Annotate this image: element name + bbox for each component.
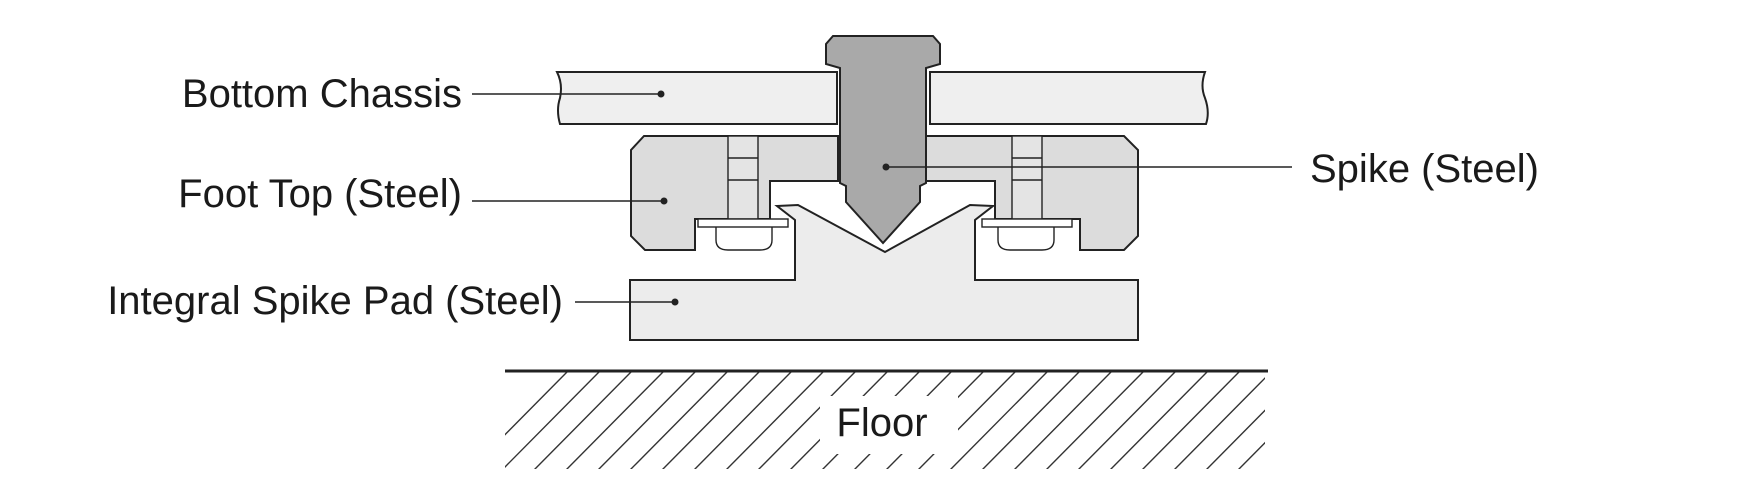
leader-dot-foot-top bbox=[660, 197, 668, 205]
label-spike: Spike (Steel) bbox=[1310, 147, 1539, 191]
hatch-line bbox=[1046, 372, 1144, 469]
hatch-line bbox=[1142, 372, 1240, 469]
hatch-line bbox=[982, 372, 1080, 469]
leader-dot-bottom-chassis bbox=[657, 90, 665, 98]
spike bbox=[825, 35, 941, 245]
integral-spike-pad bbox=[629, 203, 1139, 341]
hatch-line bbox=[1174, 377, 1265, 469]
label-floor: Floor bbox=[836, 401, 927, 445]
hatch-line bbox=[1334, 372, 1431, 470]
label-foot-top: Foot Top (Steel) bbox=[178, 172, 462, 216]
hatch-line bbox=[1238, 441, 1265, 469]
label-bottom-chassis: Bottom Chassis bbox=[182, 72, 462, 116]
hatch-line bbox=[1302, 372, 1399, 470]
bolt-right bbox=[981, 135, 1073, 251]
hatch-line bbox=[1014, 372, 1112, 469]
floor-label-mask bbox=[820, 396, 958, 454]
bottom-chassis-right bbox=[929, 71, 1209, 125]
hatch-line bbox=[505, 372, 600, 468]
hatch-line bbox=[505, 372, 568, 436]
hatch-line bbox=[630, 372, 728, 469]
hatch-line bbox=[726, 372, 824, 469]
hatch-line bbox=[758, 372, 856, 469]
hatch-line bbox=[1078, 372, 1176, 469]
hatch-line bbox=[694, 372, 792, 469]
hatch-line bbox=[598, 372, 696, 469]
label-spike-pad: Integral Spike Pad (Steel) bbox=[107, 279, 563, 323]
hatch-line bbox=[1206, 409, 1265, 469]
hatch-line bbox=[1270, 372, 1367, 470]
leader-dot-spike-pad bbox=[671, 298, 679, 306]
leader-dot-spike bbox=[882, 163, 890, 171]
hatch-line bbox=[662, 372, 760, 469]
hatch-line bbox=[950, 372, 1048, 469]
hatch-line bbox=[1110, 372, 1208, 469]
hatch-line bbox=[566, 372, 664, 469]
bolt-left bbox=[697, 135, 789, 251]
bottom-chassis-left bbox=[555, 71, 838, 125]
hatch-line bbox=[534, 372, 632, 469]
